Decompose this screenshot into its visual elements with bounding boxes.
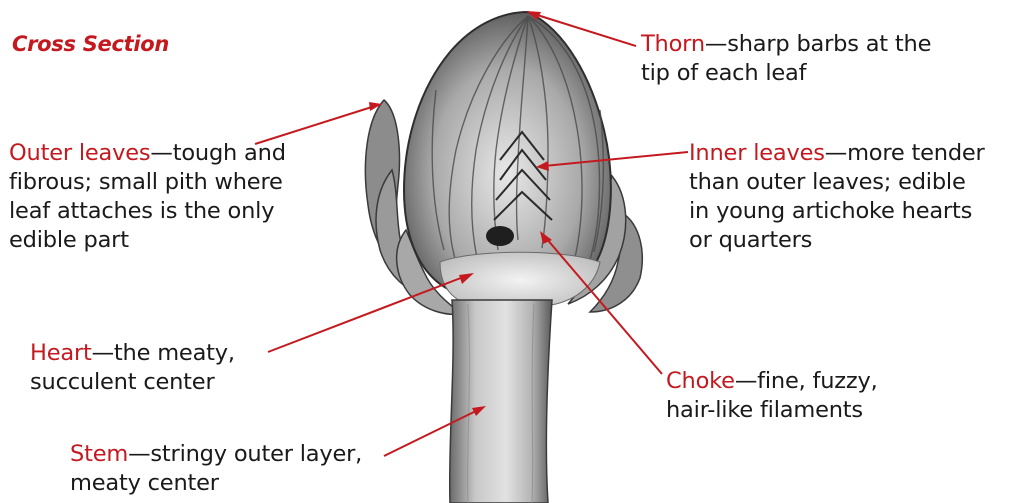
label-inner-leaves: Inner leaves—more tender than outer leav… <box>689 139 985 255</box>
label-heart: Heart—the meaty, succulent center <box>30 339 235 397</box>
choke-center <box>486 226 514 246</box>
heart-pointer <box>268 276 466 352</box>
label-stem: Stem—stringy outer layer, meaty center <box>70 440 362 498</box>
choke-term: Choke <box>666 368 735 394</box>
label-choke: Choke—fine, fuzzy, hair-like filaments <box>666 367 878 425</box>
inner-leaves-term: Inner leaves <box>689 140 825 166</box>
heart-term: Heart <box>30 340 92 366</box>
label-thorn: Thorn—sharp barbs at the tip of each lea… <box>641 30 931 88</box>
label-outer-leaves: Outer leaves—tough and fibrous; small pi… <box>9 139 286 255</box>
stem-term: Stem <box>70 441 128 467</box>
thorn-term: Thorn <box>641 31 705 57</box>
outer-leaves-term: Outer leaves <box>9 140 150 166</box>
diagram-title: Cross Section <box>12 32 169 56</box>
stem <box>450 300 552 503</box>
